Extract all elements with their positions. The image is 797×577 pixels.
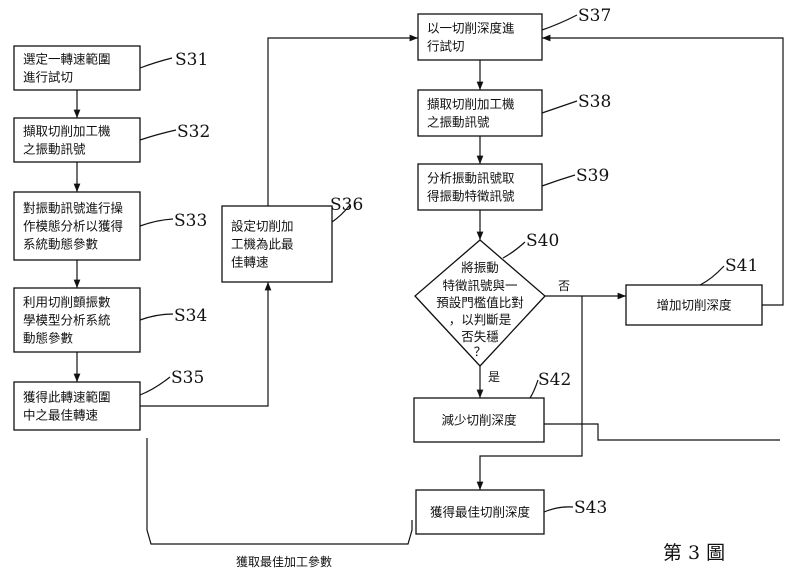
box-text-line: 對振動訊號進行操	[23, 201, 124, 216]
box-text-line: 增加切削深度	[656, 298, 732, 313]
bottom-brace	[146, 438, 413, 545]
leader-s35	[139, 376, 171, 396]
arrow-to-s43	[476, 296, 583, 490]
decision-text-line: 將振動	[461, 260, 499, 275]
leader-s33	[139, 218, 174, 227]
box-s36	[221, 205, 333, 283]
leader-s38	[541, 100, 578, 114]
box-text-line: 之振動訊號	[427, 115, 490, 130]
leader-s37	[541, 14, 578, 31]
box-text-line: 設定切削加	[231, 219, 294, 234]
decision-text-line: ？	[474, 344, 487, 359]
box-text-line: 系統動態參數	[23, 237, 99, 252]
step-label-s32: S32	[177, 122, 210, 142]
decision-text-line: ，以判斷是	[449, 312, 512, 327]
nodes: 選定一轉速範圍進行試切擷取切削加工機之振動訊號對振動訊號進行操作模態分析以獲得系…	[13, 6, 763, 569]
leader-s39	[541, 174, 576, 187]
leader-s32	[139, 129, 177, 141]
arrow-s36-s37	[267, 34, 418, 206]
box-text-line: 之振動訊號	[23, 142, 86, 157]
box-text-line: 擷取切削加工機	[427, 97, 515, 112]
box-s31	[13, 45, 141, 91]
decision-text-line: 特徵訊號與一	[442, 278, 517, 293]
connectors	[73, 14, 784, 545]
box-text-line: 動態參數	[23, 331, 74, 346]
step-label-s35: S35	[171, 368, 204, 388]
step-s43: 獲得最佳切削深度	[415, 489, 545, 535]
box-text-line: 以一切削深度進	[427, 21, 515, 36]
leader-s42	[529, 379, 539, 399]
box-s34	[13, 287, 141, 353]
arrow-s35-s36	[140, 282, 272, 407]
step-label-s41: S41	[725, 256, 758, 276]
step-s41: 增加切削深度	[625, 284, 763, 326]
box-s37	[417, 13, 543, 61]
box-text-line: 佳轉速	[231, 255, 269, 270]
decision-diamond-s40	[414, 239, 546, 367]
step-label-s43: S43	[574, 498, 607, 518]
step-label-s33: S33	[174, 211, 207, 231]
leader-s41	[699, 265, 725, 286]
box-text-line: 中之最佳轉速	[23, 408, 99, 423]
box-s43	[415, 489, 545, 535]
box-text-line: 獲得此轉速範圍	[23, 390, 111, 405]
box-s38	[417, 89, 543, 137]
step-label-s34: S34	[174, 306, 207, 326]
step-s42: 減少切削深度	[413, 397, 545, 443]
leader-s36	[331, 204, 351, 223]
box-s32	[13, 117, 141, 163]
box-text-line: 獲得最佳切削深度	[430, 505, 531, 520]
box-text-line: 利用切削顫振數	[23, 295, 111, 310]
arrow-s41-s37	[542, 34, 784, 306]
box-text-line: 作模態分析以獲得	[23, 219, 123, 234]
box-text-line: 進行試切	[23, 70, 73, 85]
box-text-line: 分析振動訊號取	[427, 171, 515, 186]
step-label-s31: S31	[175, 50, 208, 70]
decision-text-line: 否失穩	[461, 329, 499, 344]
decision-text-line: 預設門檻值比對	[436, 295, 524, 310]
bottom-caption: 獲取最佳加工參數	[236, 554, 332, 569]
box-text-line: 學模型分析系統	[23, 313, 111, 328]
leader-s34	[139, 313, 174, 321]
line-s42-return	[544, 423, 780, 441]
leader-s40	[502, 241, 526, 259]
box-s39	[417, 163, 543, 211]
step-label-s42: S42	[538, 370, 571, 390]
box-text-line: 減少切削深度	[441, 413, 517, 428]
box-text-line: 工機為此最	[231, 237, 294, 252]
step-label-s38: S38	[578, 92, 611, 112]
box-text-line: 選定一轉速範圍	[23, 52, 111, 67]
step-label-s37: S37	[578, 6, 611, 26]
box-s35	[13, 381, 141, 431]
box-text-line: 得振動特徵訊號	[427, 189, 515, 204]
step-label-s36: S36	[330, 195, 363, 215]
leader-s43	[543, 506, 574, 513]
figure-label: 第 3 圖	[663, 542, 725, 564]
box-s42	[413, 397, 545, 443]
box-text-line: 行試切	[427, 39, 465, 54]
branch-label-no: 否	[558, 279, 570, 293]
box-text-line: 擷取切削加工機	[23, 124, 111, 139]
leader-s31	[139, 57, 173, 69]
box-s33	[13, 191, 141, 261]
step-label-s39: S39	[576, 166, 609, 186]
step-label-s40: S40	[526, 231, 559, 251]
branch-label-yes: 是	[488, 370, 500, 384]
box-s41	[625, 284, 763, 326]
